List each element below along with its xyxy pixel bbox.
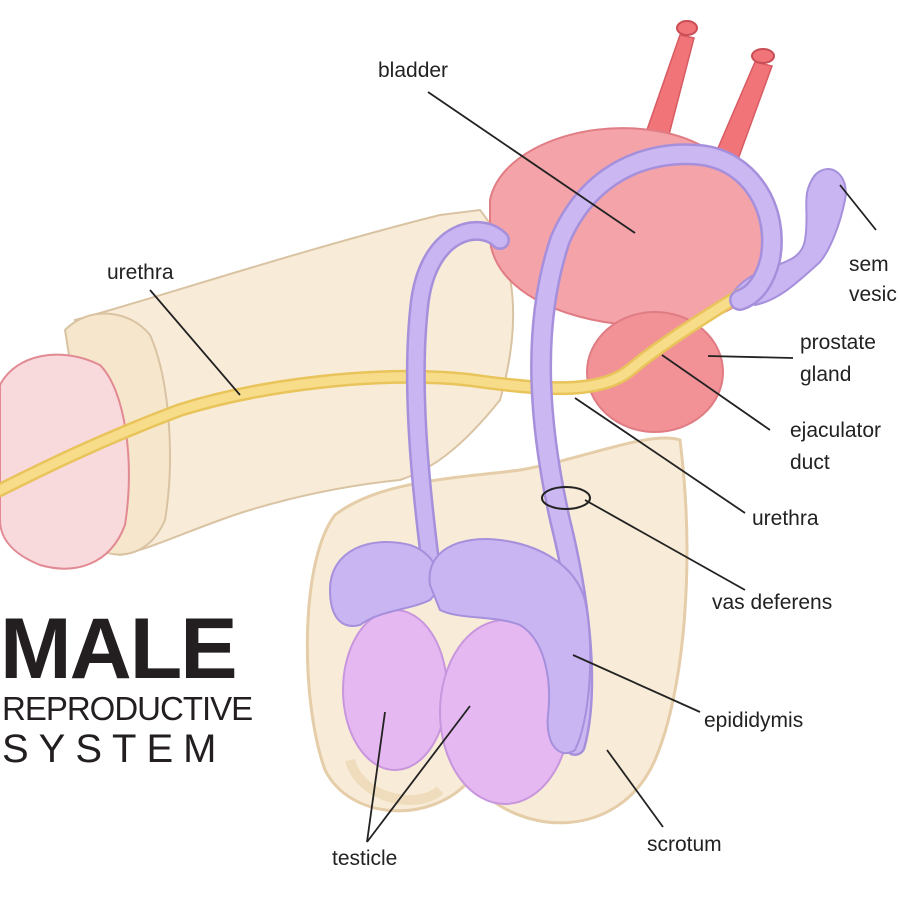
- leader-prostate: [707, 355, 794, 359]
- leader-urethra-left: [149, 289, 241, 396]
- leader-ejaculatory: [661, 354, 771, 431]
- leader-testicle-right: [366, 705, 471, 843]
- label-urethra-left: urethra: [107, 261, 174, 284]
- leader-vas-deferens: [584, 499, 746, 591]
- label-seminal-line1: sem: [849, 253, 889, 276]
- ureter-right-opening: [751, 48, 775, 64]
- label-ejaculatory-line1: ejaculator: [790, 419, 882, 442]
- leader-testicle-left: [366, 711, 386, 843]
- label-ejaculatory-line2: duct: [790, 451, 830, 474]
- epididymis-right: [428, 538, 592, 755]
- title-main: MALE: [0, 601, 238, 697]
- title-line3: SYSTEM: [2, 727, 227, 771]
- testicle-left: [342, 609, 448, 771]
- label-urethra-right: urethra: [752, 507, 819, 530]
- label-bladder: bladder: [378, 59, 449, 82]
- label-prostate-line2: gland: [800, 363, 852, 386]
- label-scrotum: scrotum: [647, 833, 722, 856]
- leader-lines: [149, 91, 877, 843]
- prostate-gland: [586, 311, 724, 433]
- label-testicle: testicle: [332, 847, 398, 870]
- leader-urethra-right: [574, 397, 746, 514]
- title-line2: REPRODUCTIVE: [2, 690, 253, 727]
- leader-bladder: [427, 91, 636, 234]
- label-epididymis: epididymis: [704, 709, 804, 732]
- vas-deferens-marker: [541, 486, 591, 510]
- label-prostate-line1: prostate: [800, 331, 876, 354]
- label-vas-deferens: vas deferens: [712, 591, 833, 614]
- leader-scrotum: [606, 749, 664, 828]
- vas-deferens-left-fill: [408, 223, 508, 568]
- scrotum-inner-edge: [345, 758, 444, 805]
- leader-seminal: [839, 184, 877, 231]
- urethra-fill: [0, 290, 745, 495]
- ureter-left-opening: [676, 20, 698, 36]
- leader-epididymis: [572, 654, 701, 713]
- label-seminal-line2: vesic: [849, 283, 897, 306]
